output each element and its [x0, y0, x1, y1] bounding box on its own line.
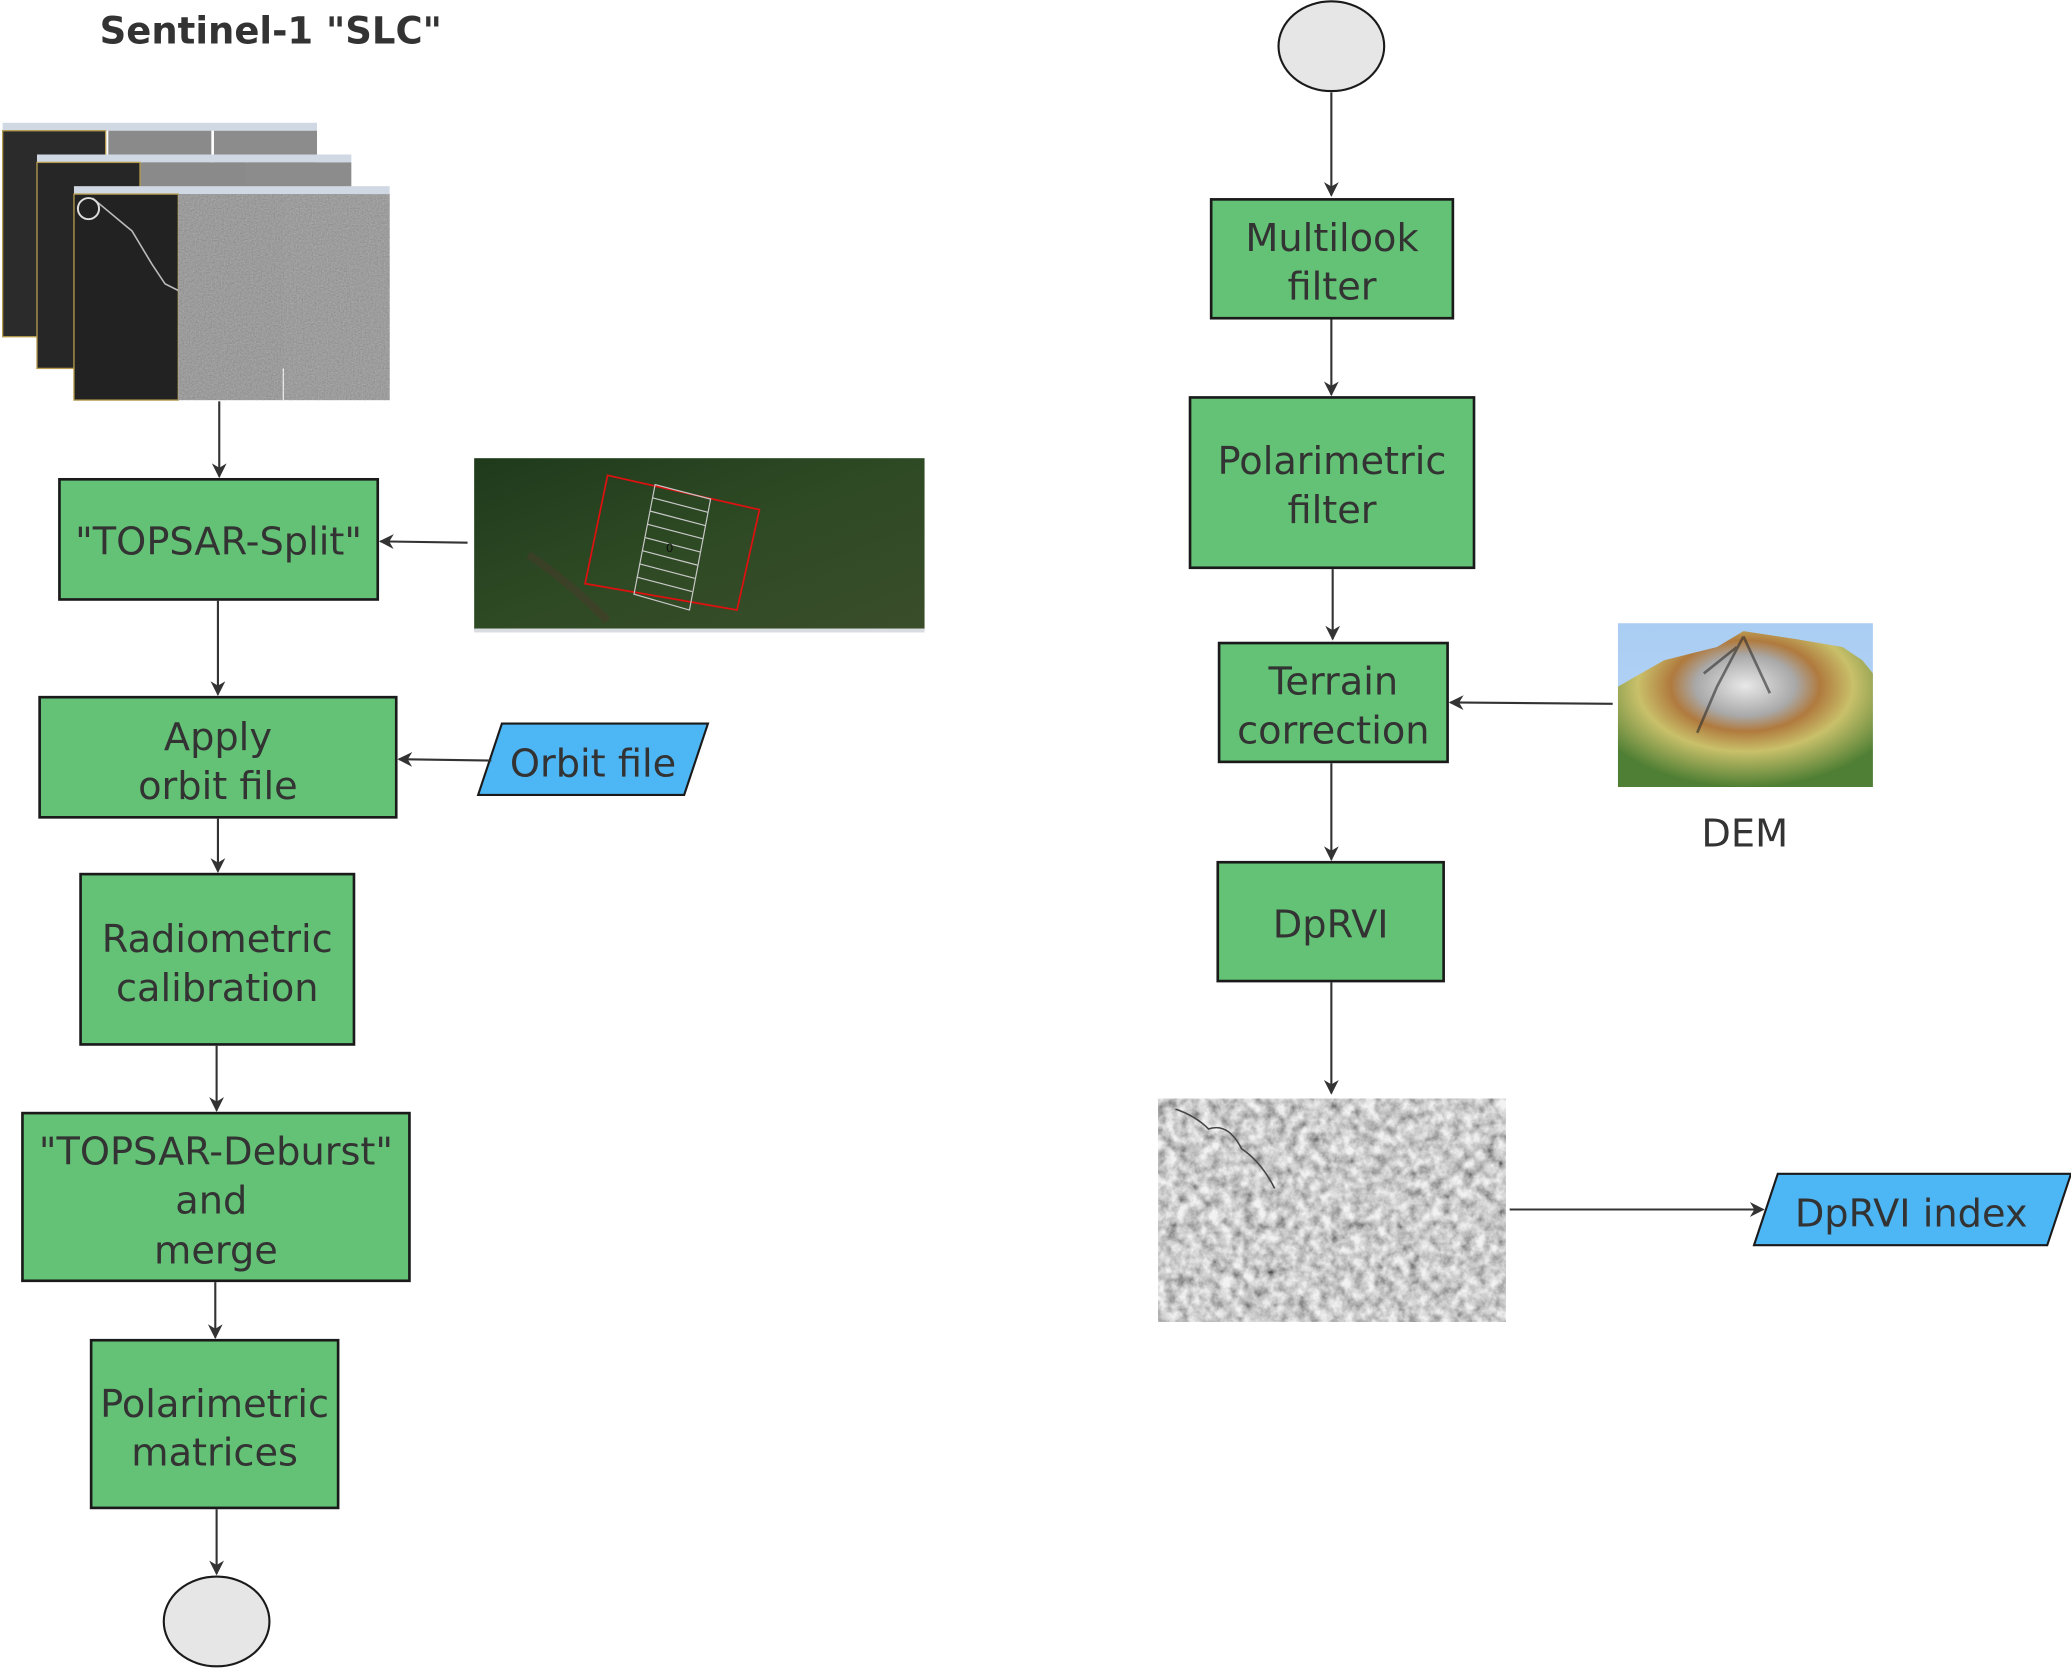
end-terminator-left — [162, 1575, 271, 1668]
orbit-file-label: Orbit file — [510, 741, 676, 786]
slc-window-front — [73, 186, 390, 401]
radiometric-calibration-step[interactable]: Radiometric calibration — [79, 872, 356, 1046]
multilook-filter-label-line-1: Multilook — [1245, 216, 1419, 261]
polarimetric-matrices-box — [89, 1338, 340, 1510]
apply-orbit-step[interactable]: Apply orbit file — [38, 695, 398, 819]
polarimetric-matrices-label-line-2: matrices — [131, 1431, 298, 1476]
topsar-deburst-step[interactable]: "TOPSAR-Deburst" and merge — [21, 1111, 411, 1283]
edge-orbitfile-to-apply — [397, 752, 492, 767]
dprvi-step[interactable]: DpRVI — [1216, 860, 1445, 983]
terrain-correction-label-line-2: correction — [1237, 708, 1429, 753]
edge-dem-to-terrain — [1448, 695, 1613, 710]
apply-orbit-label-line-1: Apply — [164, 715, 272, 760]
sentinel-1-slc-stack-image — [1, 122, 390, 401]
radiometric-calibration-box — [79, 872, 356, 1046]
dprvi-index-output[interactable]: DpRVI index — [1752, 1172, 2071, 1247]
dem-image — [1617, 623, 1873, 787]
dprvi-index-label: DpRVI index — [1795, 1192, 2028, 1237]
multilook-filter-step[interactable]: Multilook filter — [1209, 198, 1455, 320]
topsar-deburst-box — [21, 1111, 411, 1283]
orbit-file-shape — [476, 722, 710, 796]
radiometric-calibration-label-line-1: Radiometric — [102, 917, 333, 962]
polarimetric-filter-label-line-1: Polarimetric — [1218, 439, 1447, 484]
polarimetric-filter-label-line-2: filter — [1287, 488, 1376, 533]
svg-text:0: 0 — [666, 541, 674, 555]
topsar-deburst-label-line-3: merge — [154, 1229, 278, 1274]
polarimetric-matrices-label-line-1: Polarimetric — [100, 1382, 329, 1427]
multilook-filter-label-line-2: filter — [1287, 265, 1376, 310]
topsar-split-label: "TOPSAR-Split" — [75, 520, 362, 565]
edge-map-to-split — [378, 534, 468, 549]
topsar-deburst-label-line-1: "TOPSAR-Deburst" — [39, 1130, 393, 1175]
topsar-deburst-label-line-2: and — [175, 1178, 247, 1223]
radiometric-calibration-label-line-2: calibration — [116, 966, 319, 1011]
dem-label: DEM — [1701, 811, 1788, 856]
topsar-split-box — [58, 477, 380, 601]
orbit-file-input[interactable]: Orbit file — [476, 722, 710, 796]
terrain-correction-step[interactable]: Terrain correction — [1217, 641, 1449, 764]
burst-footprint-map-image: 0 — [474, 458, 925, 633]
terrain-correction-label-line-1: Terrain — [1268, 660, 1399, 705]
polarimetric-filter-step[interactable]: Polarimetric filter — [1188, 396, 1476, 570]
terrain-correction-box — [1217, 641, 1449, 764]
start-terminator-right — [1277, 0, 1386, 93]
multilook-filter-box — [1209, 198, 1455, 320]
polarimetric-matrices-step[interactable]: Polarimetric matrices — [89, 1338, 340, 1510]
burst-grid — [633, 483, 712, 611]
dprvi-index-shape — [1752, 1172, 2071, 1247]
polarimetric-filter-box — [1188, 396, 1476, 570]
diagram-title: Sentinel-1 "SLC" — [100, 10, 442, 53]
dprvi-sar-result-image — [1158, 1098, 1506, 1322]
topsar-split-step[interactable]: "TOPSAR-Split" — [58, 477, 380, 601]
dprvi-label: DpRVI — [1273, 902, 1389, 947]
apply-orbit-label-line-2: orbit file — [138, 764, 298, 809]
apply-orbit-box — [38, 695, 398, 819]
dprvi-box — [1216, 860, 1445, 983]
